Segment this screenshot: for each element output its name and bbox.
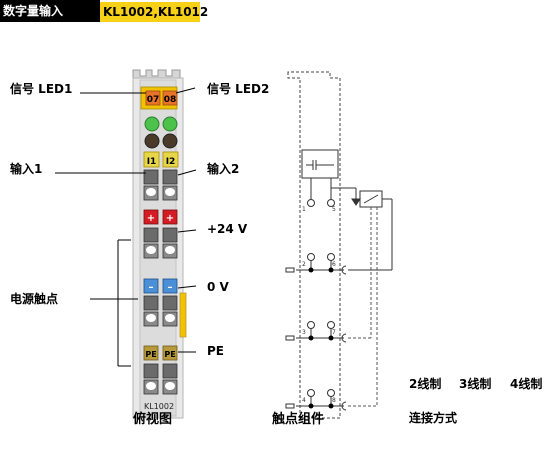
led1-text: 07 [147, 95, 160, 105]
dark-led-right [162, 133, 178, 149]
label-signal-led1: 信号 LED1 [10, 82, 73, 96]
pin-numbers: 1 5 2 6 3 7 4 8 [302, 206, 336, 404]
minus-right: – [168, 282, 173, 293]
label-wire3: 3线制 [459, 377, 492, 391]
in2-label: I2 [166, 157, 176, 167]
label-plus24v: +24 V [207, 222, 248, 236]
pe-right: PE [164, 350, 175, 359]
pe-left: PE [145, 350, 156, 359]
label-top-view: 俯视图 [133, 412, 173, 427]
pin-6: 6 [332, 261, 336, 268]
label-input1: 输入1 [10, 162, 43, 176]
dark-led-left [144, 133, 160, 149]
label-power-contacts: 电源触点 [10, 292, 59, 306]
header-right-title: KL1002,KL1012 [100, 2, 208, 22]
terminal-pair-inputs [143, 169, 178, 201]
label-signal-led2: 信号 LED2 [207, 82, 270, 96]
label-connection-mode: 连接方式 [409, 411, 458, 425]
pin-3: 3 [302, 329, 306, 336]
pin-7: 7 [332, 329, 336, 336]
label-zero-v: 0 V [207, 280, 229, 294]
plus-left: + [147, 213, 155, 224]
label-wire4: 4线制 [510, 377, 543, 391]
pin-8: 8 [332, 397, 336, 404]
minus-left: – [149, 282, 154, 293]
led1-indicator [145, 90, 161, 106]
label-input2: 输入2 [207, 162, 240, 176]
contact-schematic [285, 71, 393, 419]
pin-1: 1 [302, 206, 306, 213]
led2-indicator [162, 90, 178, 106]
label-pe: PE [207, 344, 224, 358]
pin-5: 5 [332, 206, 336, 213]
module-model-text: KL1002 [144, 402, 174, 411]
callout-lines [55, 87, 197, 367]
terminal-module: 07 08 I1 I2 + + [132, 69, 187, 419]
pin-4: 4 [302, 397, 306, 404]
green-led-left [144, 116, 160, 132]
green-led-right [162, 116, 178, 132]
plus-right: + [166, 213, 174, 224]
pin-2: 2 [302, 261, 306, 268]
header-left-title: 数字量输入 [0, 0, 100, 22]
label-contact-assembly: 触点组件 [272, 412, 325, 427]
label-wire2: 2线制 [409, 377, 442, 391]
led2-text: 08 [164, 95, 177, 105]
in1-label: I1 [147, 157, 157, 167]
